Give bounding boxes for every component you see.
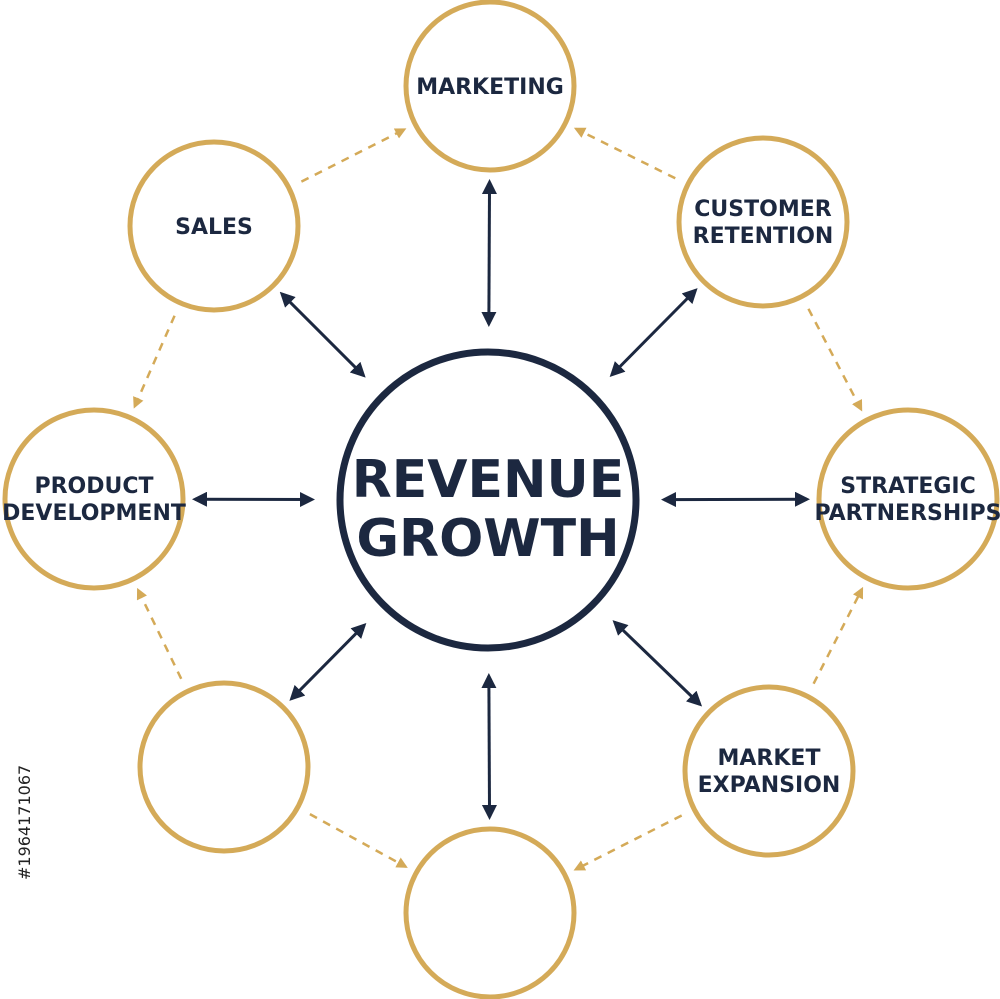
- spoke-arrow-sales: [279, 291, 366, 378]
- node-circle-bottom-left: [137, 680, 311, 854]
- node-label-strategic-partnerships-line2: PARTNERSHIPS: [815, 501, 1000, 526]
- node-label-sales-line1: SALES: [175, 215, 253, 240]
- node-label-product-development-line1: PRODUCT: [34, 474, 153, 499]
- spoke-arrow-bottom: [481, 672, 497, 821]
- node-label-marketing-line1: MARKETING: [416, 75, 564, 100]
- spoke-arrow-bottom-left: [289, 623, 367, 701]
- cycle-arrow-bottom-left-to-bottom: [309, 813, 408, 868]
- node-label-customer-retention-line1: CUSTOMER: [694, 197, 831, 222]
- node-circle-strategic-partnerships: [816, 407, 1000, 591]
- node-label-market-expansion-line1: MARKET: [718, 746, 821, 771]
- node-circle-market-expansion: [682, 684, 856, 858]
- center-circle: [336, 348, 640, 652]
- spoke-arrows: [191, 178, 811, 821]
- node-circle-customer-retention: [676, 135, 850, 309]
- spoke-arrow-customer-retention: [609, 288, 698, 378]
- node-circle-product-development: [2, 407, 186, 591]
- cycle-arrow-customer-retention-to-marketing: [573, 127, 676, 180]
- node-label-market-expansion-line2: EXPANSION: [698, 773, 841, 798]
- cycle-arrow-market-expansion-to-strategic-partnerships: [812, 586, 864, 685]
- cycle-arrow-sales-to-product-development: [133, 315, 176, 409]
- cycle-connectors: [133, 127, 864, 871]
- cycle-arrow-bottom-left-to-product-development: [136, 587, 183, 680]
- node-circle-bottom: [403, 826, 577, 999]
- center-label-line2: GROWTH: [356, 509, 619, 569]
- node-label-strategic-partnerships-line1: STRATEGIC: [840, 474, 976, 499]
- node-label-product-development-line2: DEVELOPMENT: [2, 501, 186, 526]
- cycle-arrow-sales-to-marketing: [300, 128, 407, 183]
- center-label-line1: REVENUE: [352, 450, 625, 510]
- node-label-customer-retention-line2: RETENTION: [693, 224, 834, 249]
- node-circle-sales: [127, 139, 301, 313]
- spoke-arrow-marketing: [481, 178, 497, 328]
- spoke-arrow-market-expansion: [612, 620, 703, 707]
- node-circle-marketing: [403, 0, 577, 173]
- cycle-arrow-market-expansion-to-bottom: [573, 814, 683, 871]
- cycle-arrow-customer-retention-to-strategic-partnerships: [807, 308, 863, 412]
- watermark-id-text: #1964171067: [15, 765, 34, 880]
